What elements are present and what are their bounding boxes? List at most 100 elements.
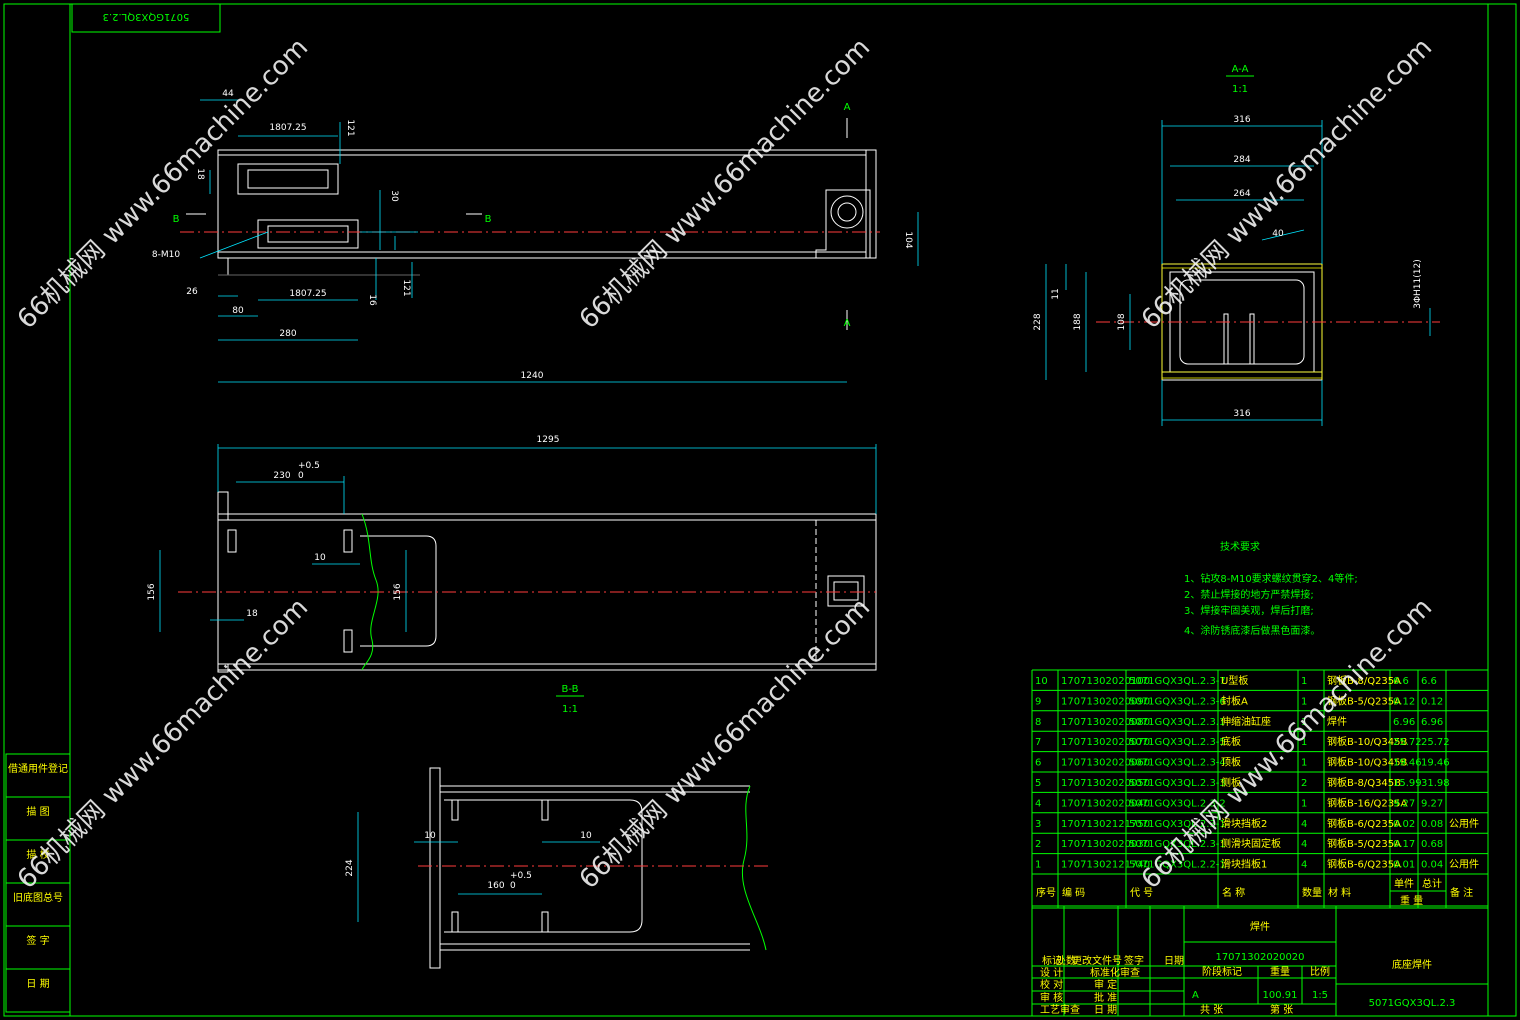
section-aa-dimensions	[1045, 120, 1431, 426]
left-block-2: 描 校	[26, 848, 49, 861]
marker-b-right: B	[485, 214, 492, 225]
detail-dim-160: 160	[487, 881, 504, 891]
bb-dim-230-tol2: 0	[298, 471, 304, 481]
bom-row-10-col-2: 5071GQX3QL.2.3-7	[1129, 676, 1226, 687]
bom-row-9-col-3: 封板A	[1221, 694, 1248, 707]
title-check: 校 对	[1040, 978, 1063, 991]
dim-1240: 1240	[521, 371, 544, 381]
bom-row-4-col-0: 4	[1035, 798, 1041, 809]
bom-row-3-col-2: 5071GQX3QL.2.3-1	[1129, 819, 1226, 830]
detail-view	[429, 767, 750, 969]
title-weight: 100.91	[1263, 990, 1298, 1001]
section-aa-hatch	[1161, 263, 1323, 380]
bom-row-8-col-3: 伸缩油缸座	[1221, 715, 1271, 728]
bom-row-7-col-3: 底板	[1221, 735, 1241, 748]
bom-row-7-col-2: 5071GQX3QL.2.3-5	[1129, 737, 1226, 748]
title-stage-label: 阶段标记	[1202, 965, 1242, 978]
bb-dim-156-right: 156	[393, 583, 403, 600]
aa-dim-264: 264	[1233, 189, 1250, 199]
bom-row-9-col-6: 0.12	[1393, 696, 1415, 707]
title-rev-count: 处数	[1056, 954, 1076, 967]
title-weight-label: 重量	[1270, 965, 1290, 978]
bom-row-10-col-3: U型板	[1221, 674, 1248, 687]
watermark-3: 66机械网 www.66machine.com	[1136, 33, 1438, 335]
bb-dim-156-left: 156	[147, 583, 157, 600]
bom-row-4-col-2: 5071GQX3QL.2.3-2	[1129, 798, 1226, 809]
section-bb-label: B-B	[562, 684, 579, 695]
aa-dim-316-top: 316	[1233, 115, 1250, 125]
bom-row-7-col-7: 25.72	[1421, 737, 1450, 748]
aa-dim-40: 40	[1272, 229, 1284, 239]
bom-header-0: 序号	[1036, 886, 1056, 899]
bom-row-5-col-4: 2	[1301, 778, 1307, 789]
title-drawing-no: 5071GQX3QL.2.3	[1369, 998, 1456, 1009]
top-view	[217, 149, 877, 276]
bom-row-5-col-6: 15.99	[1393, 778, 1422, 789]
bom-row-2-col-6: 0.17	[1393, 839, 1415, 850]
dim-280: 280	[279, 329, 296, 339]
bom-header-5: 材 料	[1328, 886, 1351, 899]
bom-row-8-col-6: 6.96	[1393, 717, 1415, 728]
dim-1807-top: 1807.25	[269, 123, 306, 133]
section-bb-scale: 1:1	[562, 704, 578, 715]
watermark-4: 66机械网 www.66machine.com	[12, 593, 314, 895]
title-std: 标准化审查	[1090, 966, 1140, 979]
bom-row-1-col-2: 5071GQX3QL.2.2-1	[1129, 860, 1226, 871]
dim-121-top: 121	[345, 119, 355, 136]
bom-row-4-col-6: 9.27	[1393, 798, 1415, 809]
detail-dim-160-tol: +0.5	[510, 871, 532, 881]
title-design: 设 计	[1040, 966, 1063, 979]
title-review: 审 核	[1040, 991, 1063, 1004]
title-code: 17071302020020	[1215, 952, 1304, 963]
bom-row-10-col-6: 6.6	[1393, 676, 1409, 687]
bb-dim-1295: 1295	[537, 435, 560, 445]
title-rev-doc: 更改文件号	[1072, 954, 1122, 967]
section-bb-break	[361, 513, 379, 671]
bom-row-6-col-3: 顶板	[1221, 756, 1241, 769]
left-block-5: 日 期	[26, 978, 49, 990]
left-signature-block: 借通用件登记 描 图 描 校 旧底图总号 签 字 日 期	[5, 753, 71, 1013]
detail-dim-10-right: 10	[580, 831, 592, 841]
detail-dim-160-tol2: 0	[510, 881, 516, 891]
title-rev-date: 日期	[1164, 955, 1184, 967]
left-block-1: 描 图	[26, 805, 49, 818]
tech-item-4: 4、涂防锈底漆后做黑色面漆。	[1184, 624, 1320, 637]
aa-dim-108: 108	[1117, 313, 1127, 330]
bom-row-3-col-1: 17071302121750	[1061, 819, 1150, 830]
title-rev-mark: 标记	[1042, 955, 1062, 967]
marker-a-bottom: A	[844, 318, 851, 329]
dim-80: 80	[232, 306, 244, 316]
bom-row-4-col-7: 9.27	[1421, 798, 1443, 809]
title-ratify: 批 准	[1094, 991, 1117, 1004]
left-block-0: 借通用件登记	[8, 762, 68, 775]
bom-row-8-col-0: 8	[1035, 717, 1041, 728]
bom-row-7-col-1: 17071302020070	[1061, 737, 1150, 748]
dim-18: 18	[195, 168, 205, 180]
bom-row-6-col-4: 1	[1301, 758, 1307, 769]
bom-row-3-col-6: 0.02	[1393, 819, 1415, 830]
detail-dim-224: 224	[345, 859, 355, 876]
title-kind: 焊件	[1250, 921, 1270, 933]
bom-header-weight: 重 量	[1400, 894, 1423, 907]
bom-row-7-col-0: 7	[1035, 737, 1041, 748]
bom-row-6-col-7: 19.46	[1421, 758, 1450, 769]
bom-row-2-col-2: 5071GQX3QL.2.3-1	[1129, 839, 1226, 850]
bom-header-1: 编 码	[1062, 886, 1085, 899]
section-bb	[217, 491, 877, 673]
aa-dim-316-bottom: 316	[1233, 409, 1250, 419]
bom-row-9-col-4: 1	[1301, 696, 1307, 707]
dim-26: 26	[186, 287, 198, 297]
title-rev-sign: 签字	[1124, 954, 1144, 967]
watermark-1: 66机械网 www.66machine.com	[12, 33, 314, 335]
bom-row-9-col-1: 17071302020090	[1061, 696, 1150, 707]
drawing-code-top: 5071GQX3QL.2.3	[103, 11, 190, 22]
bom-row-1-col-7: 0.04	[1421, 860, 1443, 871]
bom-row-10-col-4: 1	[1301, 676, 1307, 687]
bom-row-9-col-2: 5071GQX3QL.2.3-6	[1129, 696, 1226, 707]
bom-row-1-col-8: 公用件	[1449, 859, 1479, 871]
bom-row-6-col-1: 17071302020060	[1061, 758, 1150, 769]
bom-row-1-col-4: 4	[1301, 860, 1307, 871]
bom-row-8-col-1: 17071302020080	[1061, 717, 1150, 728]
watermark-5: 66机械网 www.66machine.com	[574, 593, 876, 895]
